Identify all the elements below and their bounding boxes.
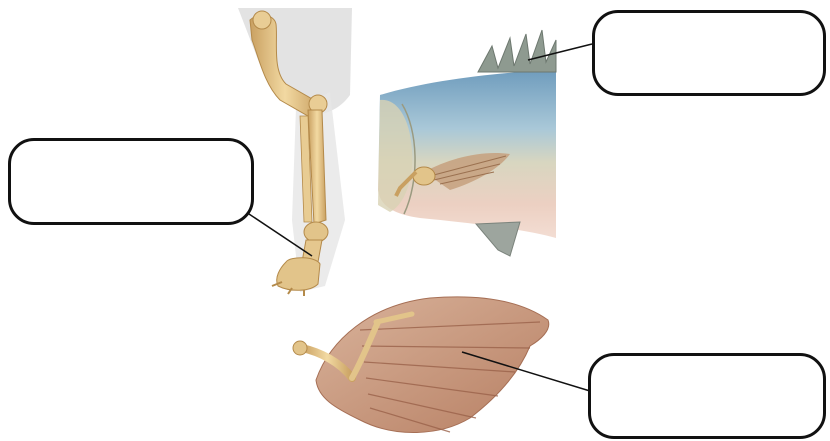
bird-wing-illustration	[293, 297, 549, 433]
fish-illustration	[378, 30, 556, 256]
label-box-bird-wing[interactable]	[588, 353, 826, 439]
label-box-dog-leg[interactable]	[8, 138, 254, 225]
label-box-dorsal-fin[interactable]	[592, 10, 826, 96]
dog-forelimb-illustration	[238, 8, 352, 296]
